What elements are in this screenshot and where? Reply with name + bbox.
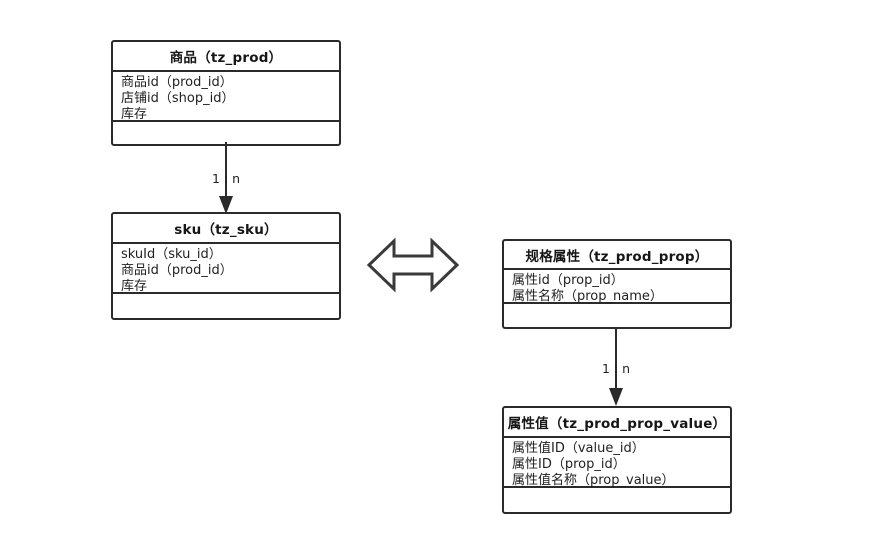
double-headed-arrow-icon	[366, 237, 460, 293]
relation-label-prop-to-prop-value: 1 : n	[602, 361, 631, 376]
entity-title-tz-prod: 商品（tz_prod）	[113, 42, 339, 72]
entity-footer-tz-prod-prop	[504, 304, 730, 327]
field-row: 库存	[121, 279, 148, 294]
field-row: 店铺id（shop_id）	[121, 91, 235, 106]
field-row: 库存	[121, 107, 148, 122]
entity-tz-prod-prop[interactable]: 规格属性（tz_prod_prop） 属性id（prop_id） 属性名称（pr…	[502, 239, 732, 329]
entity-fields-tz-sku: skuId（sku_id） 商品id（prod_id） 库存	[113, 244, 339, 294]
entity-fields-tz-prod-prop: 属性id（prop_id） 属性名称（prop_name）	[504, 270, 730, 304]
field-row: 商品id（prod_id）	[121, 263, 233, 278]
entity-tz-sku[interactable]: sku（tz_sku） skuId（sku_id） 商品id（prod_id） …	[111, 212, 341, 320]
entity-title-tz-prod-prop: 规格属性（tz_prod_prop）	[504, 241, 730, 270]
field-row: skuId（sku_id）	[121, 247, 222, 262]
field-row: 属性名称（prop_name）	[512, 289, 663, 304]
relation-label-prod-to-sku: 1 : n	[212, 171, 241, 186]
entity-footer-tz-sku	[113, 294, 339, 318]
entity-tz-prod-prop-value[interactable]: 属性值（tz_prod_prop_value） 属性值ID（value_id） …	[502, 406, 732, 514]
entity-tz-prod[interactable]: 商品（tz_prod） 商品id（prod_id） 店铺id（shop_id） …	[111, 40, 341, 146]
entity-footer-tz-prod	[113, 122, 339, 144]
connector-prod-to-sku	[219, 142, 233, 214]
entity-fields-tz-prod-prop-value: 属性值ID（value_id） 属性ID（prop_id） 属性值名称（prop…	[504, 438, 730, 488]
field-row: 属性值ID（value_id）	[512, 441, 645, 456]
field-row: 商品id（prod_id）	[121, 75, 233, 90]
entity-footer-tz-prod-prop-value	[504, 488, 730, 512]
field-row: 属性id（prop_id）	[512, 273, 624, 288]
field-row: 属性ID（prop_id）	[512, 457, 626, 472]
connector-prop-to-prop-value	[609, 327, 623, 406]
field-row: 属性值名称（prop_value）	[512, 473, 675, 488]
entity-title-tz-prod-prop-value: 属性值（tz_prod_prop_value）	[504, 408, 730, 438]
entity-title-tz-sku: sku（tz_sku）	[113, 214, 339, 244]
entity-fields-tz-prod: 商品id（prod_id） 店铺id（shop_id） 库存	[113, 72, 339, 122]
